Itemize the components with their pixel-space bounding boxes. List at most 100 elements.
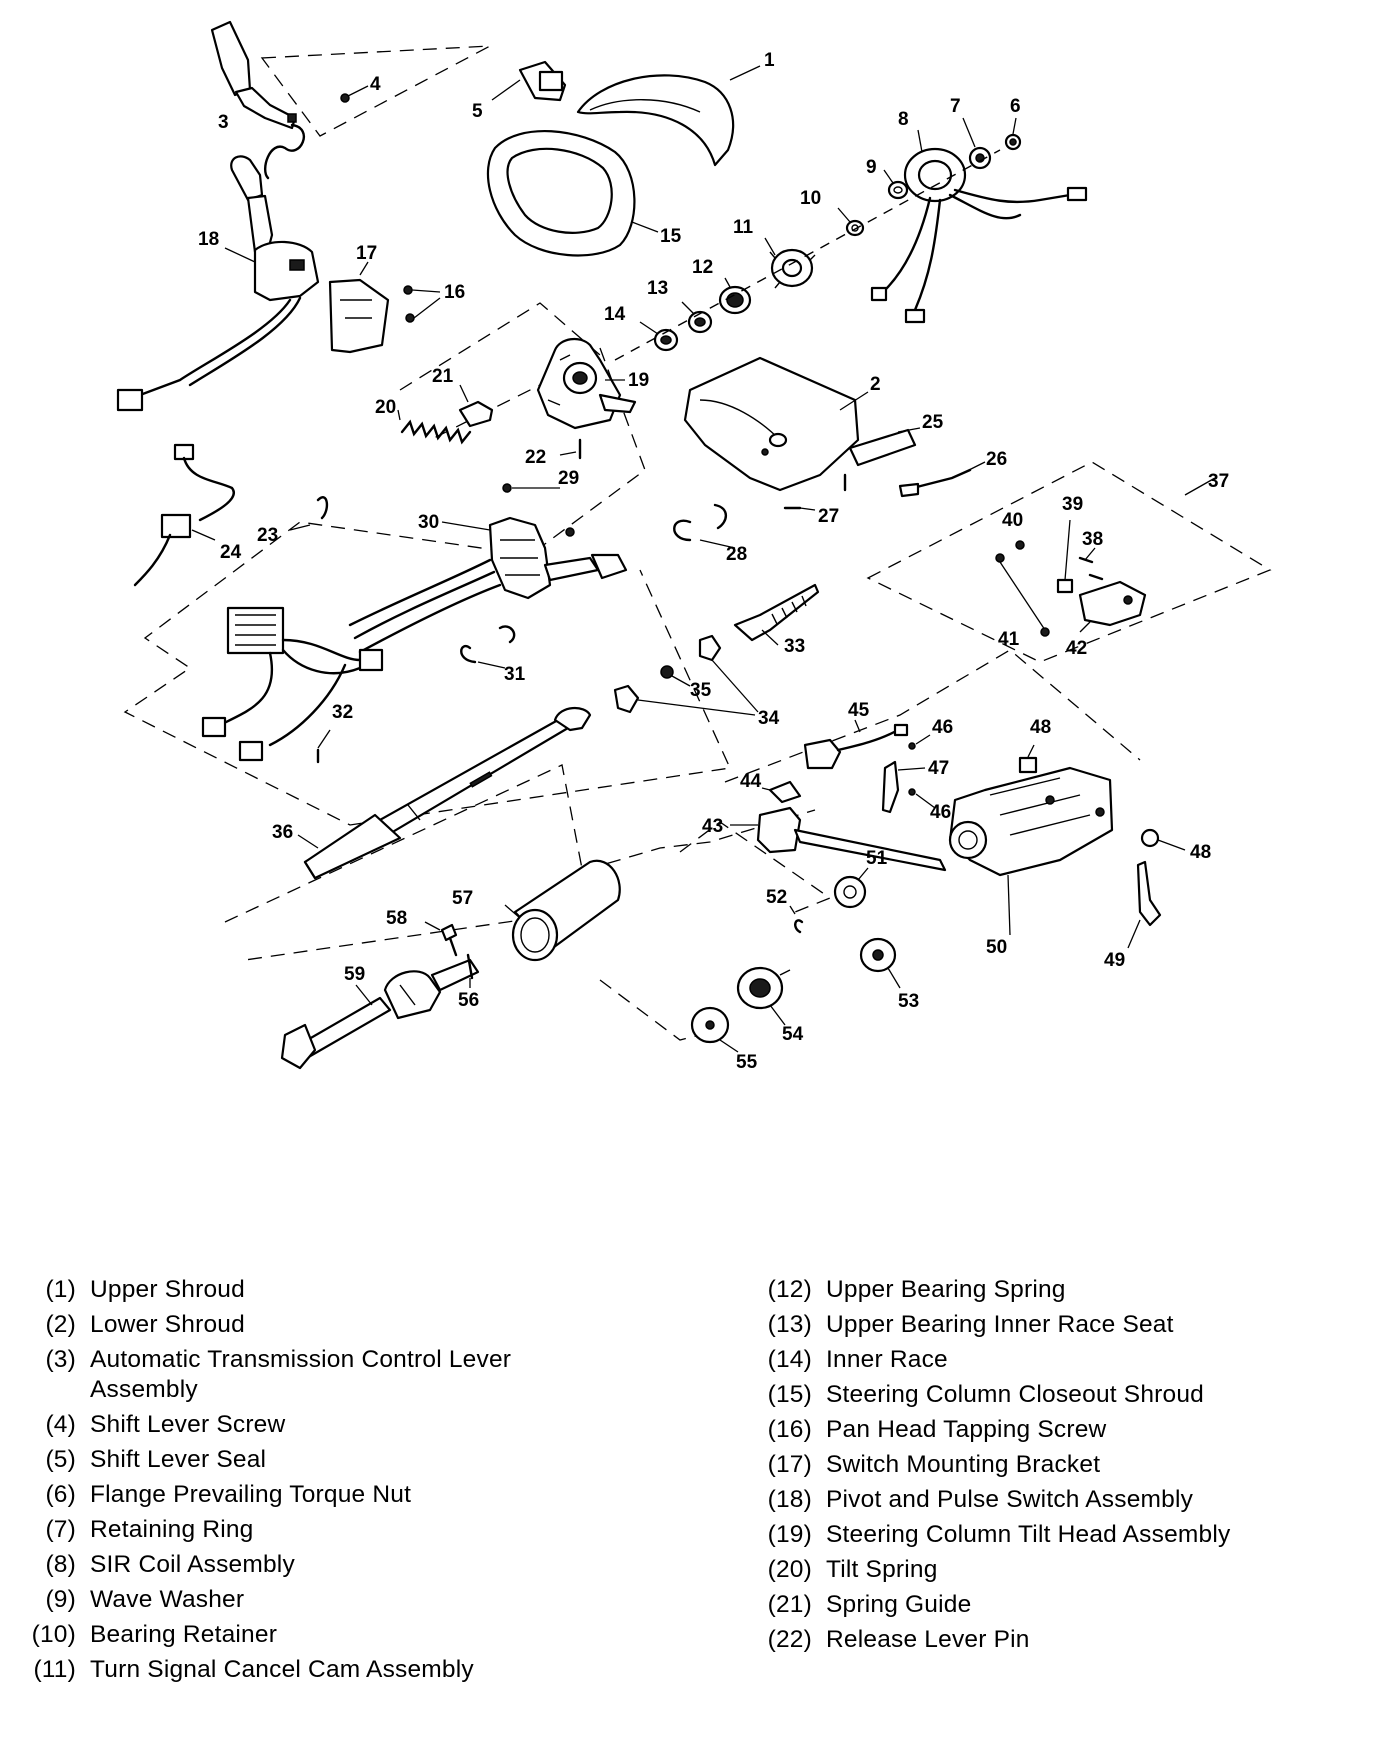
- part-50-housing: [948, 766, 1114, 936]
- legend-item: (9)Wave Washer: [16, 1585, 656, 1615]
- legend-label: Lower Shroud: [90, 1311, 245, 1338]
- part-48-bumpers: [1018, 744, 1186, 851]
- legend-label: Steering Column Tilt Head Assembly: [826, 1521, 1231, 1548]
- callout-50: 50: [986, 937, 1007, 958]
- part-54-bearing: [736, 966, 791, 1026]
- legend-item: (11)Turn Signal Cancel Cam Assembly: [16, 1655, 656, 1685]
- legend-label: Pan Head Tapping Screw: [826, 1416, 1107, 1443]
- part-15-closeout-shroud: [486, 130, 659, 257]
- callout-33: 33: [784, 636, 805, 657]
- callout-4: 4: [370, 74, 381, 95]
- callout-17: 17: [356, 243, 377, 264]
- legend-label: Tilt Spring: [826, 1556, 938, 1583]
- legend-label: Bearing Retainer: [90, 1621, 278, 1648]
- legend-number: (22): [767, 1626, 812, 1653]
- legend-item: (21)Spring Guide: [752, 1590, 1352, 1620]
- wiring-harness-connector: [201, 606, 384, 762]
- legend-number: (20): [767, 1556, 812, 1583]
- part-44-bracket: [761, 780, 802, 804]
- part-13-race-seat: [681, 301, 713, 334]
- callout-15: 15: [660, 226, 682, 247]
- callout-3: 3: [218, 112, 229, 133]
- part-16-screws: [403, 285, 441, 323]
- callout-10: 10: [800, 188, 821, 209]
- legend-item: (17)Switch Mounting Bracket: [752, 1450, 1352, 1480]
- part-1-upper-shroud: [576, 65, 761, 167]
- legend-item: (12) Upper Bearing Spring: [752, 1275, 1352, 1305]
- part-42-lock-housing: [1078, 580, 1147, 633]
- legend-number: (12): [767, 1276, 812, 1303]
- callout-25: 25: [922, 412, 944, 433]
- legend-label: Shift Lever Seal: [90, 1446, 267, 1473]
- legend-number: (15): [767, 1381, 812, 1408]
- legend-item: (13)Upper Bearing Inner Race Seat: [752, 1310, 1352, 1340]
- callout-19: 19: [628, 370, 649, 391]
- legend-item: (15) Steering Column Closeout Shroud: [752, 1380, 1352, 1410]
- part-20-tilt-spring: [397, 409, 472, 445]
- legend-number: (10): [31, 1621, 76, 1648]
- legend-label: Shift Lever Screw: [90, 1411, 286, 1438]
- part-52-clip: [789, 905, 804, 934]
- legend-number: (5): [45, 1446, 76, 1473]
- part-22-release-lever-pin: [559, 438, 582, 460]
- part-24-connector: [133, 443, 235, 587]
- part-10-bearing-retainer: [837, 207, 865, 237]
- part-36-steering-shaft: [297, 707, 592, 880]
- legend-label: Pivot and Pulse Switch Assembly: [826, 1486, 1194, 1513]
- legend-number: (13): [767, 1311, 812, 1338]
- part-33-shaft-end: [733, 583, 820, 646]
- legend-number: (17): [767, 1451, 812, 1478]
- callout-40: 40: [1002, 510, 1023, 531]
- legend-item: (4)Shift Lever Screw: [16, 1410, 656, 1440]
- part-55-washer: [690, 1006, 739, 1053]
- callout-1: 1: [764, 50, 775, 71]
- part-37-leader: [1184, 477, 1216, 496]
- part-45-sensor: [803, 719, 909, 770]
- callout-51: 51: [866, 848, 888, 869]
- callout-26: 26: [986, 449, 1007, 470]
- legend-label: Flange Prevailing Torque Nut: [90, 1481, 412, 1508]
- callout-32: 32: [332, 702, 353, 723]
- legend-label: Retaining Ring: [90, 1516, 254, 1543]
- dashed-group-boundaries: [123, 45, 1272, 1041]
- callout-16: 16: [444, 282, 465, 303]
- legend-item: (16)Pan Head Tapping Screw: [752, 1415, 1352, 1445]
- part-35-spring: [660, 665, 691, 687]
- legend-number: (1): [45, 1276, 76, 1303]
- part-46-screws: [908, 734, 936, 809]
- callout-34: 34: [758, 708, 780, 729]
- legend-label: Steering Column Closeout Shroud: [826, 1381, 1204, 1408]
- part-25-cover: [848, 427, 921, 467]
- legend-number: (11): [33, 1656, 76, 1683]
- legend-number: (3): [45, 1346, 76, 1373]
- legend-item: (22) Release Lever Pin: [752, 1625, 1352, 1655]
- legend-label: SIR Coil Assembly: [90, 1551, 295, 1578]
- callout-59: 59: [344, 964, 365, 985]
- callout-8: 8: [898, 109, 909, 130]
- callout-45: 45: [848, 700, 870, 721]
- callout-35: 35: [690, 680, 712, 701]
- callout-labels: 1 2 3 4 5 6 7 8 9 10 11 12 13 14 15 16 1…: [198, 50, 1229, 1073]
- legend-column-left: (1)Upper Shroud (2)Lower Shroud (3)Autom…: [16, 1275, 656, 1690]
- callout-11: 11: [733, 217, 754, 238]
- legend-item: (1)Upper Shroud: [16, 1275, 656, 1305]
- part-26-lever: [898, 461, 986, 498]
- part-38-pins: [1078, 547, 1104, 581]
- legend-number: (8): [45, 1551, 76, 1578]
- legend-item: (20) Tilt Spring: [752, 1555, 1352, 1585]
- part-43-actuator: [730, 806, 947, 872]
- part-32-screw: [316, 729, 331, 764]
- part-56-pin: [466, 953, 474, 988]
- part-14-inner-race: [639, 321, 679, 352]
- legend-item: (14)Inner Race: [752, 1345, 1352, 1375]
- callout-24: 24: [220, 542, 242, 563]
- legend-number: (21): [767, 1591, 812, 1618]
- exploded-parts-diagram: 1 2 3 4 5 6 7 8 9 10 11 12 13 14 15 16 1…: [116, 20, 1272, 1073]
- legend-label: Release Lever Pin: [826, 1626, 1030, 1653]
- legend-item: (6)Flange Prevailing Torque Nut: [16, 1480, 656, 1510]
- legend-label: Upper Bearing Spring: [826, 1276, 1066, 1303]
- callout-48b: 48: [1190, 842, 1211, 863]
- callout-2: 2: [870, 374, 881, 395]
- callout-7: 7: [950, 96, 961, 117]
- part-59-intermediate-shaft: [280, 958, 480, 1070]
